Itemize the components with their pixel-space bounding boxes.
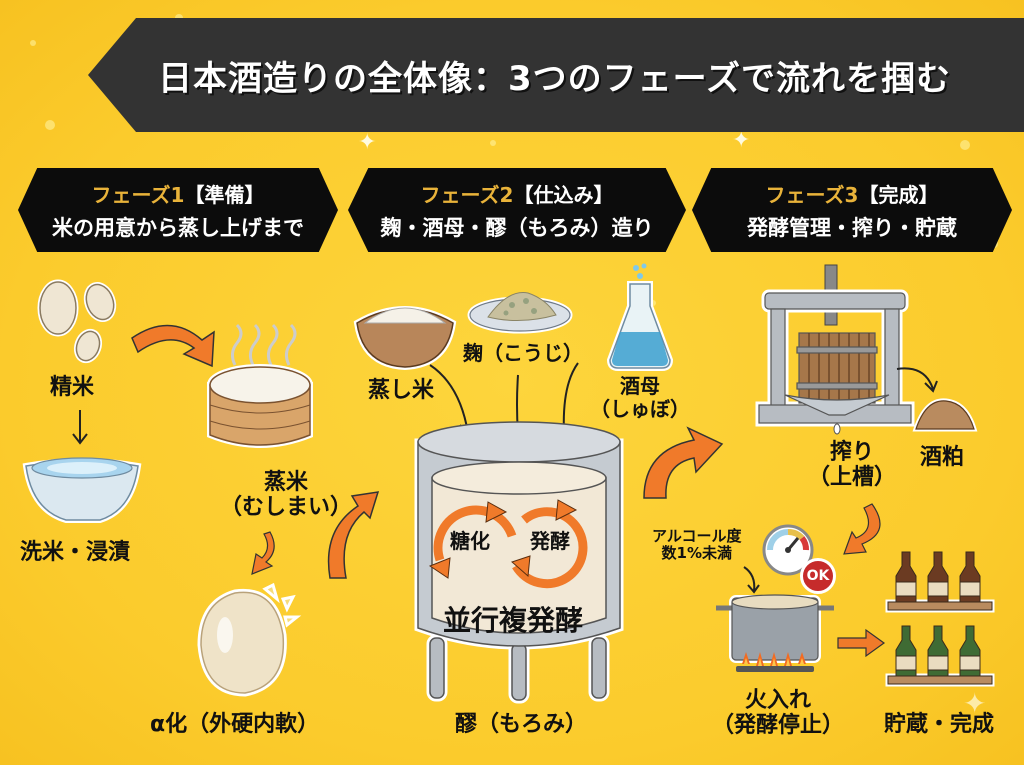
phase-banner-3: フェーズ3【完成】 発酵管理・搾り・貯蔵 <box>692 168 1012 252</box>
flow-arrow-icon <box>837 628 886 658</box>
label-pressing: 搾り（上槽） <box>808 440 897 491</box>
bg-dot <box>490 140 496 146</box>
phase-tag: 【準備】 <box>184 182 265 207</box>
phase-subtitle: 米の用意から蒸し上げまで <box>52 215 304 240</box>
label-koji: 麹（こうじ） <box>463 341 583 365</box>
sake-lees-icon <box>912 398 978 432</box>
flow-arrow-icon <box>251 531 275 575</box>
flask-icon <box>606 263 674 371</box>
label-parallel-fermentation: 並行複発酵 <box>443 604 584 637</box>
label-pasteurize: 火入れ（発酵停止） <box>712 688 845 739</box>
ok-badge: OK <box>800 558 836 594</box>
koji-plate-icon <box>467 292 573 334</box>
thermometer-gauge-icon <box>762 524 814 576</box>
pointer-arrow-icon <box>743 566 760 594</box>
flow-arrow-icon <box>843 503 881 555</box>
label-steamed-rice: 蒸米（むしまい） <box>220 470 353 521</box>
flow-arrow-icon <box>327 491 380 579</box>
cycle-arrow-icon <box>428 499 588 589</box>
page-title: 日本酒造りの全体像：3つのフェーズで流れを掴む <box>158 58 951 99</box>
sparkle-icon: ✦ <box>358 130 377 155</box>
phase-number: フェーズ1 <box>91 182 185 207</box>
curve-arrow-icon <box>896 367 938 393</box>
phase-banner-2: フェーズ2【仕込み】 麹・酒母・醪（もろみ）造り <box>348 168 686 252</box>
label-fermentation: 発酵 <box>530 529 570 553</box>
flow-arrow-icon <box>131 324 215 368</box>
bg-dot <box>45 120 55 130</box>
label-storage: 貯蔵・完成 <box>884 712 995 737</box>
label-steamed-rice-2: 蒸し米 <box>368 378 435 403</box>
pot-icon <box>716 594 834 672</box>
phase-subtitle: 麹・酒母・醪（もろみ）造り <box>380 215 654 240</box>
phase-number: フェーズ3 <box>765 182 859 207</box>
phase-banner-1: フェーズ1【準備】 米の用意から蒸し上げまで <box>18 168 338 252</box>
rice-bowl-icon <box>353 306 457 371</box>
sparkle-icon: ✦ <box>963 687 987 720</box>
press-icon <box>755 264 915 435</box>
title-banner: 日本酒造りの全体像：3つのフェーズで流れを掴む <box>88 18 1024 132</box>
alpha-rice-icon <box>197 582 302 697</box>
water-bowl-icon <box>22 457 142 523</box>
label-alcohol-note: アルコール度数1%未満 <box>652 527 742 563</box>
phase-tag: 【完成】 <box>858 182 939 207</box>
flow-arrow-icon <box>643 426 724 499</box>
bottle-shelf-icon <box>885 551 995 687</box>
label-sake-lees: 酒粕 <box>920 445 965 470</box>
label-saccharification: 糖化 <box>450 529 490 553</box>
steamer-icon <box>207 323 313 448</box>
phase-number: フェーズ2 <box>420 182 514 207</box>
label-polished-rice: 精米 <box>50 375 95 400</box>
rice-grain-icon <box>37 279 117 364</box>
down-arrow-icon <box>72 410 88 445</box>
label-moromi: 醪（もろみ） <box>455 712 588 737</box>
phase-tag: 【仕込み】 <box>513 182 614 207</box>
phase-subtitle: 発酵管理・搾り・貯蔵 <box>747 215 957 240</box>
label-shubo: 酒母（しゅぼ） <box>590 374 690 421</box>
label-alpha: α化（外硬内軟） <box>150 712 320 737</box>
sparkle-icon: ✦ <box>732 128 751 153</box>
label-washing-soaking: 洗米・浸漬 <box>20 540 131 565</box>
bg-dot <box>30 40 36 46</box>
bg-dot <box>960 140 970 150</box>
